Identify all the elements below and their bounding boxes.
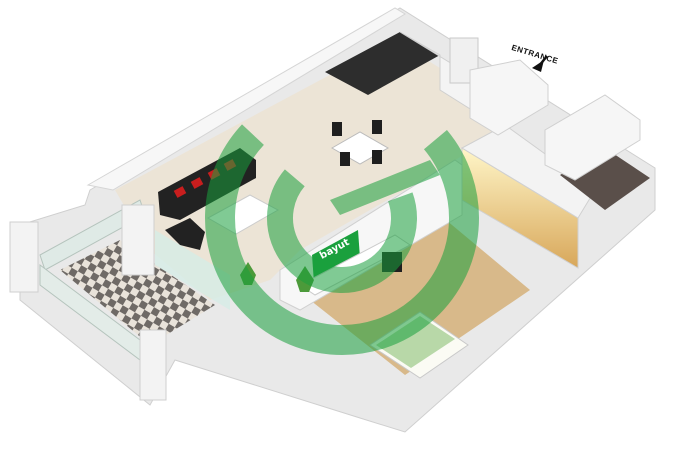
entrance-arrow-icon [532,55,548,72]
kitchen-counter [325,32,440,95]
dining-chair [372,150,382,164]
sofa-cushion [190,177,204,189]
bed-cover [376,316,455,368]
bathroom-wall [544,94,641,181]
balcony-pillar [121,204,155,276]
bayut-watermark [205,81,479,355]
dining-chair [372,120,382,134]
armchair [165,218,205,250]
glass-partition [155,230,230,310]
balcony-pillar [139,329,167,401]
dining-chair [340,152,350,166]
balcony-pillar [9,221,39,293]
dining-chair [332,122,342,136]
entrance-corridor [469,59,549,136]
living-back-wall [86,7,406,191]
sofa-cushion [173,186,187,198]
balcony-floor [60,240,215,345]
